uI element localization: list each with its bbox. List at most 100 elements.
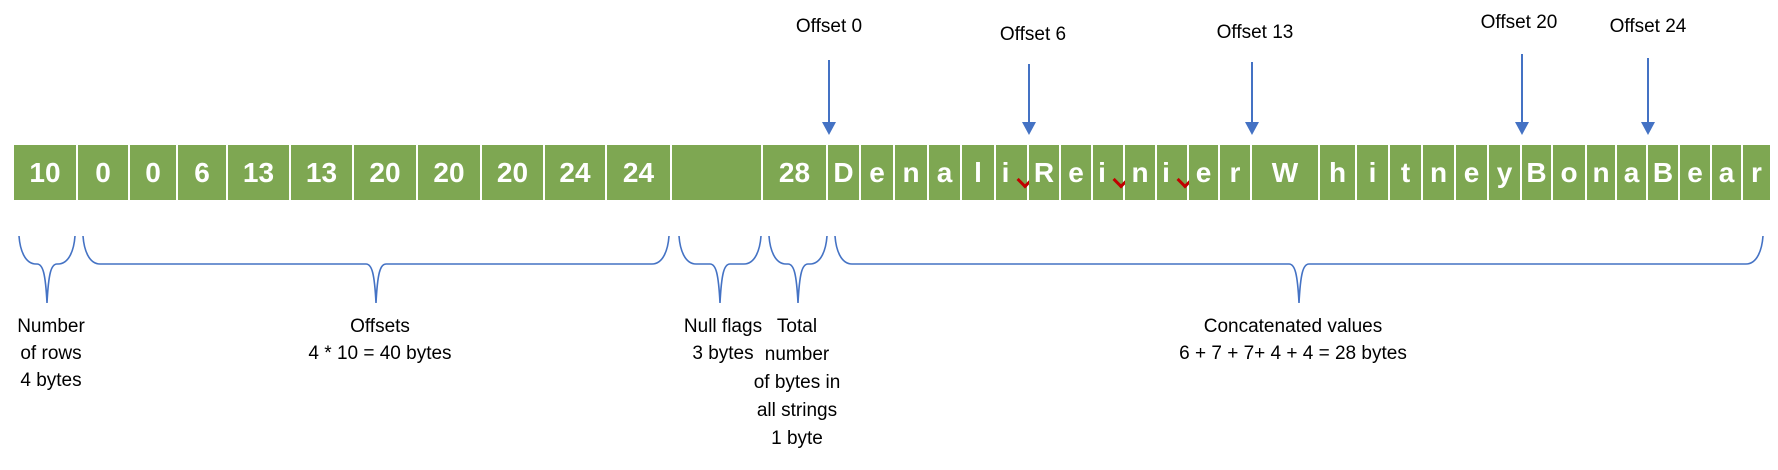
byte-cell: n: [895, 145, 927, 200]
byte-cell-value: 24: [559, 156, 591, 188]
label-offsets: Offsets 4 * 10 = 40 bytes: [308, 313, 451, 367]
label-line: number: [764, 344, 830, 365]
label-line: 1 byte: [771, 428, 823, 449]
byte-cell-value: n: [1429, 156, 1448, 188]
byte-cell: e: [1189, 145, 1218, 200]
down-arrow-head-icon: [1245, 122, 1259, 135]
byte-cell-value: 10: [29, 156, 61, 188]
byte-cell: h: [1320, 145, 1355, 200]
byte-cell-value: e: [1195, 156, 1212, 188]
byte-cell-value: 28: [778, 156, 811, 188]
byte-cell: i: [996, 145, 1034, 200]
byte-cell: 20: [354, 145, 416, 200]
byte-cell-value: B: [1526, 156, 1547, 188]
byte-cell: i: [1093, 145, 1130, 200]
offset-label: Offset 24: [1609, 16, 1687, 37]
byte-cell: 20: [482, 145, 543, 200]
byte-cell: 0: [78, 145, 128, 200]
brace-total-bytes: [768, 235, 828, 304]
byte-cell: W: [1252, 145, 1318, 200]
byte-cell-value: B: [1652, 156, 1674, 188]
byte-cell: n: [1125, 145, 1155, 200]
down-arrow-icon: [1521, 54, 1523, 122]
byte-cell-value: i: [1001, 156, 1010, 188]
byte-cell: e: [1061, 145, 1091, 200]
byte-cell-value: 20: [369, 156, 401, 188]
byte-cell: r: [1743, 145, 1770, 200]
byte-cell: e: [861, 145, 893, 200]
byte-cell: i: [1157, 145, 1194, 200]
null-flags-cell: [672, 145, 761, 200]
byte-cell-value: h: [1328, 156, 1347, 188]
label-line: all strings: [756, 400, 838, 421]
label-number-of-rows: Number of rows 4 bytes: [17, 313, 85, 394]
down-arrow-head-icon: [822, 122, 836, 135]
byte-cell-value: l: [974, 156, 982, 188]
byte-cell-value: 24: [622, 156, 655, 188]
label-line: 3 bytes: [692, 343, 754, 364]
byte-cell: 28: [763, 145, 826, 200]
label-null-flags: Null flags 3 bytes: [684, 313, 762, 367]
down-arrow-head-icon: [1515, 122, 1529, 135]
byte-cell: l: [962, 145, 994, 200]
byte-cell-value: n: [1131, 156, 1149, 188]
byte-cell: B: [1648, 145, 1678, 200]
byte-cell: o: [1553, 145, 1585, 200]
byte-cell-value: i: [1162, 156, 1170, 188]
label-line: of bytes in: [753, 372, 841, 393]
byte-cell: 13: [228, 145, 289, 200]
byte-cell-value: R: [1033, 156, 1055, 188]
label-line: Null flags: [683, 316, 763, 337]
byte-cell-value: i: [1098, 156, 1106, 188]
label-line: Number: [17, 316, 85, 337]
brace-number-of-rows: [18, 235, 76, 304]
offset-label: Offset 13: [1216, 22, 1294, 43]
down-arrow-icon: [1647, 58, 1649, 122]
down-arrow-head-icon: [1641, 122, 1655, 135]
byte-cell-value: n: [902, 156, 920, 188]
byte-cell-value: a: [936, 156, 953, 188]
byte-cell-value: i: [1368, 156, 1377, 188]
byte-cell-value: y: [1496, 156, 1513, 188]
byte-cell-value: 20: [496, 156, 529, 188]
down-arrow-icon: [828, 60, 830, 122]
down-arrow-icon: [1028, 64, 1030, 122]
byte-cell: i: [1357, 145, 1388, 200]
byte-cell: D: [828, 145, 859, 200]
byte-cell-value: e: [1687, 156, 1703, 188]
down-arrow-icon: [1251, 62, 1253, 122]
label-line: 6 + 7 + 7+ 4 + 4 = 28 bytes: [1179, 343, 1407, 364]
byte-cell-value: a: [1718, 156, 1735, 188]
byte-cell-value: D: [833, 156, 854, 188]
byte-cell-value: 13: [305, 156, 338, 188]
byte-cell-value: e: [1463, 156, 1480, 188]
byte-cell: t: [1390, 145, 1421, 200]
label-line: 4 bytes: [20, 370, 82, 391]
byte-cell: 10: [14, 145, 76, 200]
label-total-bytes: Total number of bytes in all strings 1 b…: [754, 313, 841, 453]
offset-label: Offset 0: [795, 16, 863, 37]
brace-offsets: [82, 235, 670, 304]
offset-label: Offset 20: [1480, 12, 1558, 33]
brace-concatenated-values: [834, 235, 1764, 304]
byte-cell-value: a: [1623, 156, 1640, 188]
byte-cell: a: [929, 145, 960, 200]
byte-cell: y: [1489, 145, 1520, 200]
byte-cell-value: 13: [242, 156, 275, 188]
offset-label: Offset 6: [999, 24, 1067, 45]
label-line: Offsets: [350, 316, 410, 337]
byte-cell: a: [1617, 145, 1646, 200]
byte-cell-value: r: [1751, 156, 1762, 188]
byte-cell: a: [1712, 145, 1741, 200]
label-line: 4 * 10 = 40 bytes: [308, 343, 452, 364]
byte-cell: 24: [545, 145, 605, 200]
byte-cell-value: 0: [145, 156, 161, 188]
byte-cell: n: [1423, 145, 1454, 200]
byte-cell: B: [1522, 145, 1551, 200]
byte-cell-value: 20: [433, 156, 465, 188]
byte-cell: R: [1029, 145, 1059, 200]
byte-cell-value: n: [1592, 156, 1610, 188]
byte-cell-value: e: [1068, 156, 1084, 188]
